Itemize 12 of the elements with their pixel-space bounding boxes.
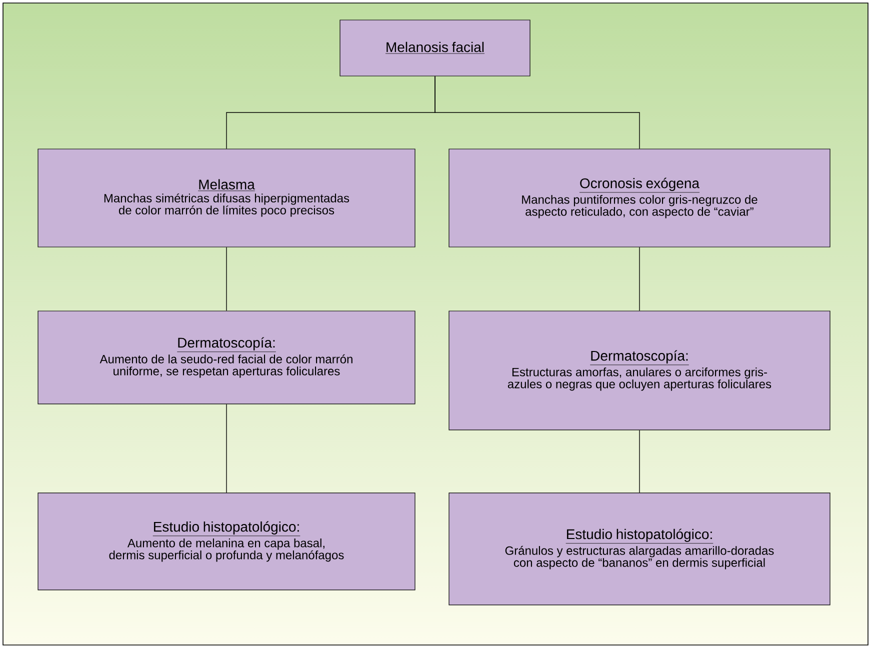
connector-line	[639, 246, 640, 312]
text-box: Ocronosis exógena Manchas puntiformes color gris-negruzco de aspecto reticulado, con aspecto de “caviar”	[448, 148, 830, 248]
text-box: Dermatoscopía: Estructuras amorfas, anulares o arciformes gris-azules o negras que ocluyen aperturas foliculares	[448, 310, 830, 430]
connector-line	[226, 246, 227, 312]
text-box: Estudio histopatológico: Gránulos y estructuras alargadas amarillo-doradas con aspecto de “bananos” en dermis superficial	[448, 492, 830, 606]
connector-line	[226, 404, 227, 494]
text-box: Estudio histopatológico: Aumento de melanina en capa basal, dermis superficial o profunda y melanófagos	[38, 492, 416, 590]
text-box: Dermatoscopía: Aumento de la seudo-red facial de color marrón uniforme, se respetan aperturas foliculares	[38, 310, 416, 404]
connector-line	[434, 76, 640, 150]
connector-line	[639, 430, 640, 494]
text-box: Melanosis facial	[340, 20, 530, 76]
text-box: Melasma Manchas simétricas difusas hiperpigmentadas de color marrón de límites poco precisos	[38, 148, 416, 248]
